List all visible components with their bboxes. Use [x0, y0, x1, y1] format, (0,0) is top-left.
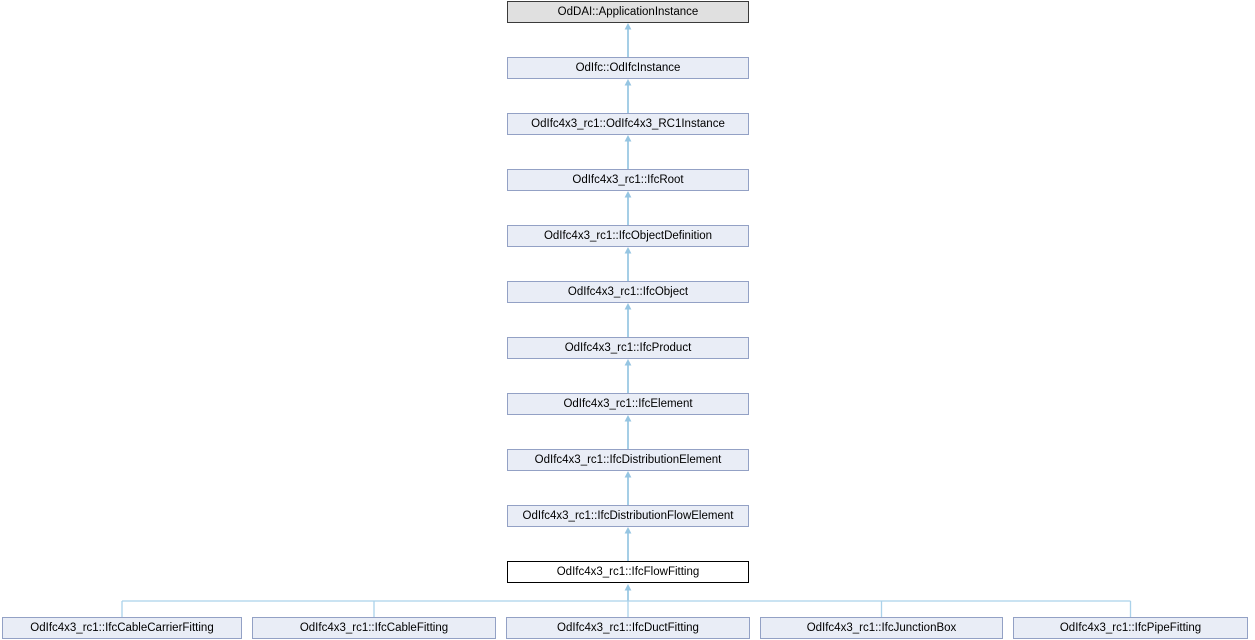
- inheritance-arrow: [624, 247, 632, 254]
- inheritance-arrow: [624, 79, 632, 86]
- class-node-ifc-junction-box[interactable]: OdIfc4x3_rc1::IfcJunctionBox: [760, 617, 1003, 639]
- inheritance-arrow: [624, 527, 632, 534]
- class-node-ifc-product[interactable]: OdIfc4x3_rc1::IfcProduct: [507, 337, 749, 359]
- class-node-ifc-flow-fitting: OdIfc4x3_rc1::IfcFlowFitting: [507, 561, 749, 583]
- class-node-ifc-distribution-flow-element[interactable]: OdIfc4x3_rc1::IfcDistributionFlowElement: [507, 505, 749, 527]
- inheritance-arrow: [624, 359, 632, 366]
- class-node-ifc-cable-carrier-fitting[interactable]: OdIfc4x3_rc1::IfcCableCarrierFitting: [2, 617, 242, 639]
- inheritance-arrow: [624, 23, 632, 30]
- class-node-ifc-duct-fitting[interactable]: OdIfc4x3_rc1::IfcDuctFitting: [506, 617, 750, 639]
- class-node-odifc-odifcinstance[interactable]: OdIfc::OdIfcInstance: [507, 57, 749, 79]
- class-node-ifc-object-definition[interactable]: OdIfc4x3_rc1::IfcObjectDefinition: [507, 225, 749, 247]
- class-node-ifc-object[interactable]: OdIfc4x3_rc1::IfcObject: [507, 281, 749, 303]
- inheritance-arrow: [624, 415, 632, 422]
- inheritance-arrow: [624, 471, 632, 478]
- inheritance-arrow: [624, 303, 632, 310]
- class-node-ifc-cable-fitting[interactable]: OdIfc4x3_rc1::IfcCableFitting: [252, 617, 496, 639]
- inheritance-arrow: [624, 135, 632, 142]
- inheritance-arrow: [624, 584, 632, 591]
- class-node-ifc-root[interactable]: OdIfc4x3_rc1::IfcRoot: [507, 169, 749, 191]
- class-node-odifc4x3-rc1-instance[interactable]: OdIfc4x3_rc1::OdIfc4x3_RC1Instance: [507, 113, 749, 135]
- class-node-oddai-application-instance: OdDAI::ApplicationInstance: [507, 1, 749, 23]
- class-node-ifc-element[interactable]: OdIfc4x3_rc1::IfcElement: [507, 393, 749, 415]
- class-node-ifc-pipe-fitting[interactable]: OdIfc4x3_rc1::IfcPipeFitting: [1013, 617, 1248, 639]
- inheritance-arrow: [624, 191, 632, 198]
- class-node-ifc-distribution-element[interactable]: OdIfc4x3_rc1::IfcDistributionElement: [507, 449, 749, 471]
